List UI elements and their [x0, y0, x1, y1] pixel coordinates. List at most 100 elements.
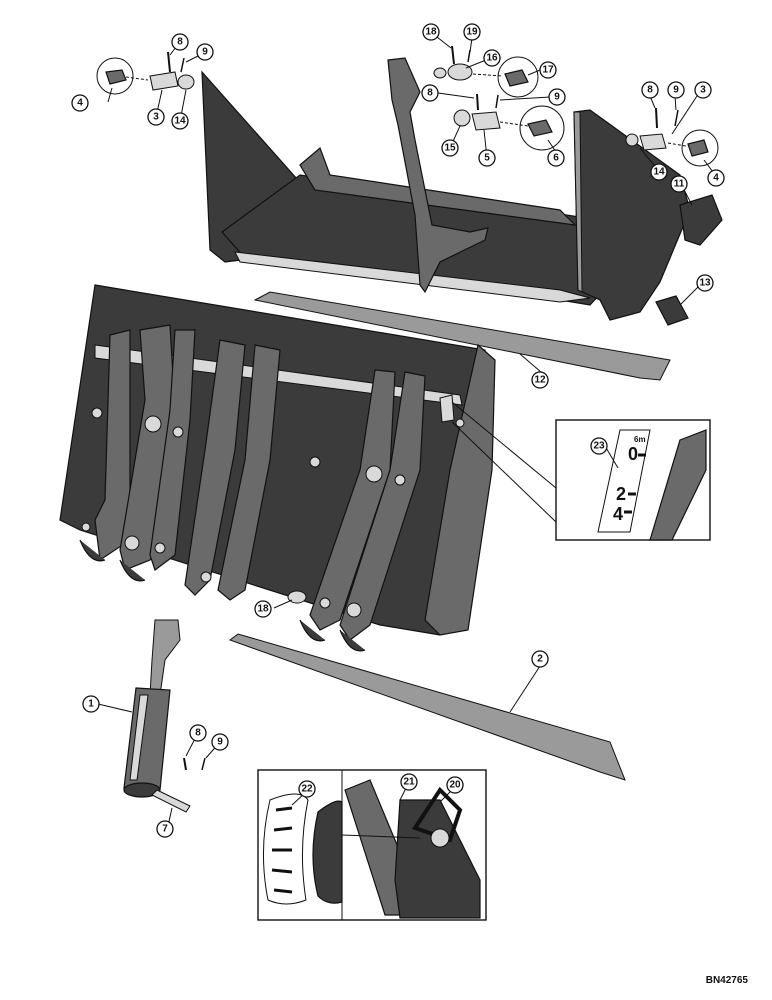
- link-plate-3: [149, 329, 196, 571]
- link-plate-6: [309, 369, 396, 631]
- svg-text:21: 21: [403, 777, 415, 788]
- svg-text:19: 19: [466, 27, 478, 38]
- callout-8-top-right: 8: [641, 81, 659, 99]
- callout-9-top-left: 9: [196, 43, 214, 61]
- svg-text:20: 20: [449, 780, 461, 791]
- cylinder-highlight: [129, 694, 149, 781]
- drawing-reference-number: BN42765: [705, 975, 748, 986]
- bracket-11: [679, 194, 723, 246]
- svg-text:9: 9: [202, 47, 208, 58]
- spacer-13: [655, 295, 689, 326]
- svg-text:9: 9: [673, 85, 679, 96]
- top-right-pin-group: [625, 107, 719, 167]
- callout-8-top-left: 8: [171, 33, 189, 51]
- gauge-inset-23: 6m 0 2 4: [451, 401, 711, 541]
- callout-18-lower: 18: [254, 600, 272, 618]
- bushing-18-lower: [287, 590, 307, 604]
- pin-8-cylinder: [183, 757, 187, 771]
- cylinder-base: [123, 782, 161, 798]
- svg-text:8: 8: [177, 37, 183, 48]
- svg-text:3: 3: [153, 112, 159, 123]
- gauge-mark-0: 0: [628, 444, 638, 464]
- inset-23-pointer-lower: [451, 421, 557, 523]
- cotter-9-top-right: [674, 109, 679, 127]
- svg-text:9: 9: [554, 92, 560, 103]
- gauge-mark-4: 4: [613, 504, 623, 524]
- svg-text:14: 14: [653, 167, 665, 178]
- callout-5: 5: [478, 149, 496, 167]
- callout-2: 2: [531, 650, 549, 668]
- indicator-inset: [257, 769, 487, 921]
- grease-fitting-4-right: [687, 139, 709, 157]
- pin-8-top-left: [167, 51, 171, 73]
- svg-text:18: 18: [425, 27, 437, 38]
- callout-9-center: 9: [548, 88, 566, 106]
- svg-text:5: 5: [484, 153, 490, 164]
- bucket-hooks: [79, 539, 366, 652]
- callout-8-cylinder: 8: [189, 724, 207, 742]
- callout-3-right: 3: [694, 81, 712, 99]
- hydraulic-cylinder-1: [123, 619, 181, 798]
- center-upright-arm: [387, 57, 489, 294]
- callout-22: 22: [298, 780, 316, 798]
- svg-text:12: 12: [534, 375, 546, 386]
- gauge-mark-2: 2: [616, 484, 626, 504]
- callout-23: 23: [590, 437, 608, 455]
- svg-text:8: 8: [195, 728, 201, 739]
- svg-text:1: 1: [88, 699, 94, 710]
- cylinder-rod-end: [149, 619, 181, 696]
- pin-7: [151, 789, 191, 813]
- bucket-pins: [81, 407, 465, 618]
- svg-text:11: 11: [674, 179, 685, 190]
- callout-7: 7: [156, 820, 174, 838]
- cotter-9-center: [495, 94, 499, 109]
- callout-21: 21: [400, 773, 418, 791]
- bushing-15: [453, 109, 471, 127]
- frame-rear-lip: [299, 146, 577, 226]
- grease-fitting-17: [504, 69, 529, 87]
- callout-16: 16: [483, 49, 501, 67]
- callout-19: 19: [463, 23, 481, 41]
- right-side-plate-edge: [573, 111, 583, 293]
- pin-8-center: [476, 93, 479, 111]
- svg-text:6: 6: [553, 153, 559, 164]
- top-left-pin-group: [96, 51, 195, 95]
- link-plate-5: [217, 344, 281, 601]
- svg-text:18: 18: [257, 604, 269, 615]
- callout-18-top: 18: [422, 23, 440, 41]
- link-plate-7: [339, 371, 426, 641]
- pin-3-right: [639, 133, 667, 151]
- dial-22-shadow: [312, 800, 343, 904]
- svg-text:8: 8: [647, 85, 653, 96]
- cotter-9-cylinder: [201, 757, 206, 771]
- callout-14-left: 14: [171, 112, 189, 130]
- svg-text:13: 13: [699, 278, 711, 289]
- link-plate-4: [184, 339, 246, 596]
- callout-11: 11: [670, 175, 688, 193]
- grease-fitting-6: [527, 119, 553, 137]
- top-center-pin-group: [433, 45, 565, 151]
- svg-text:4: 4: [77, 98, 83, 109]
- callout-4-left: 4: [71, 94, 89, 112]
- svg-text:15: 15: [444, 143, 456, 154]
- svg-text:8: 8: [427, 88, 433, 99]
- svg-text:17: 17: [542, 65, 554, 76]
- bucket-assembly: [59, 284, 496, 652]
- callout-20: 20: [446, 776, 464, 794]
- pin-18-top: [451, 45, 455, 65]
- cutting-edge-2: [228, 633, 626, 781]
- bucket-right-end-plate: [424, 343, 496, 636]
- svg-text:23: 23: [593, 441, 605, 452]
- callout-3-left: 3: [147, 108, 165, 126]
- indicator-rod: [341, 834, 421, 839]
- gauge-backdrop-strip: [649, 429, 707, 541]
- callout-12: 12: [531, 371, 549, 389]
- bushing-16: [447, 63, 473, 81]
- svg-text:16: 16: [486, 53, 498, 64]
- callout-9-top-right: 9: [667, 81, 685, 99]
- bucket-gauge-rod: [439, 394, 455, 423]
- callout-8-center: 8: [421, 84, 439, 102]
- dial-22-marks: [271, 806, 293, 894]
